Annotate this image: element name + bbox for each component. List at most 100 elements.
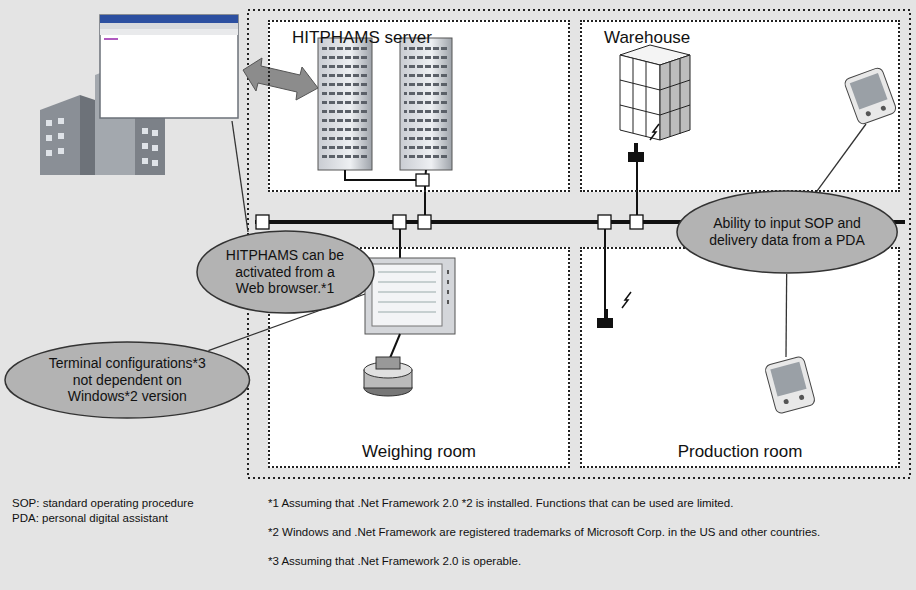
touch-terminal [365,258,455,334]
callout-text: Terminal configurations*3 not dependent … [38,355,216,405]
callout-text-wrap: Ability to input SOP and delivery data f… [707,215,867,248]
pda-part [799,394,805,400]
access-point-part [597,318,613,328]
room-title: Weighing room [270,442,568,462]
access-point-part [604,309,608,319]
callout-text: Ability to input SOP and delivery data f… [707,215,867,248]
room-ground-part [268,20,570,192]
office-buildings-part [46,118,158,166]
oval-shape [677,191,897,273]
room-box: HITPHAMS server [268,20,570,192]
callout-oval: Terminal configurations*3 not dependent … [4,341,251,419]
network-port-part [256,215,269,229]
room-ground [268,20,900,468]
pda-part [843,67,897,126]
office-buildings-part-part [152,130,158,136]
oval-shape [5,342,250,418]
pda-part [865,111,871,117]
access-point [628,124,659,162]
leader-line [232,121,248,232]
web-browser-part [100,29,238,35]
callout-text: HITPHAMS can be activated from a Web bro… [221,247,349,297]
access-point [597,292,631,328]
web-browser-part [100,15,238,118]
network-bus-part [604,222,606,318]
room-ground-part [580,247,900,468]
network-port-part [418,215,431,229]
office-buildings-part-part [46,120,52,126]
office-buildings-part-part [142,128,148,134]
access-point-part [650,124,659,140]
footnote: SOP: standard operating procedure [12,496,262,510]
callout-oval: Ability to input SOP and delivery data f… [676,190,898,274]
network-port-part [393,215,406,229]
server-rack-part [404,44,448,162]
access-arrow [243,58,318,100]
network-port-part [630,215,643,229]
office-buildings-part-part [58,133,64,139]
warehouse-rack-part [620,58,690,137]
touch-terminal-part [372,264,442,326]
access-arrow-part [243,58,318,100]
oval-shape [196,231,373,313]
office-buildings-part-part [152,145,158,151]
footnote: *3 Assuming that .Net Framework 2.0 is o… [268,554,844,568]
pda-part [850,73,888,110]
weighing-scale [364,334,412,396]
office-buildings-part-part [142,158,148,164]
room-box: Warehouse [580,20,900,192]
office-buildings-part-part [58,148,64,154]
network-bus-part [345,170,426,222]
network-port [256,174,643,229]
web-browser-part [104,38,118,40]
pda [764,356,816,415]
room-box: Production room [580,247,900,468]
touch-terminal-part [365,258,455,334]
footnote: PDA: personal digital assistant [12,511,262,525]
warehouse-rack [620,45,690,140]
callout-text-wrap: HITPHAMS can be activated from a Web bro… [221,247,349,297]
pda-part [783,398,789,404]
web-browser-part [100,23,238,29]
office-buildings-part-part [46,150,52,156]
pda-part [764,356,816,415]
server-rack-part [318,38,372,170]
leader-line-part [232,121,248,232]
office-buildings-part-part [142,143,148,149]
weighing-scale-part [376,357,400,369]
connector-line [817,124,866,192]
office-buildings-part-part [46,135,52,141]
weighing-scale-part [390,334,400,358]
office-buildings-part-part [152,160,158,166]
server-rack-part [400,38,452,170]
server-rack [318,38,452,170]
office-buildings-part [40,95,80,175]
touch-terminal-part [447,270,449,304]
room-title: Warehouse [604,28,690,48]
leader-connector [817,124,866,192]
room-title: Production room [582,442,898,462]
network-port-part [416,174,429,186]
network-bus-part [636,162,638,222]
room-ground-part [580,20,900,192]
pda-part [880,105,886,111]
warehouse-rack-part [660,55,690,140]
network-port-part [598,215,611,229]
connector-line [785,274,787,357]
callout-text-wrap: Terminal configurations*3 not dependent … [38,355,216,405]
server-rack-part [322,44,368,162]
web-browser [100,15,238,118]
access-point-part [634,143,638,153]
pda [843,67,897,126]
leader-connector [786,274,788,357]
callout-oval: HITPHAMS can be activated from a Web bro… [196,230,375,314]
access-point-part [628,152,644,162]
warehouse-rack-part [620,55,660,140]
pda-part [770,362,806,397]
web-browser-part [100,15,238,23]
touch-terminal-part [378,272,436,312]
footnote: *1 Assuming that .Net Framework 2.0 *2 i… [268,496,844,510]
footnote: *2 Windows and .Net Framework are regist… [268,525,844,539]
access-point-part [622,292,631,308]
